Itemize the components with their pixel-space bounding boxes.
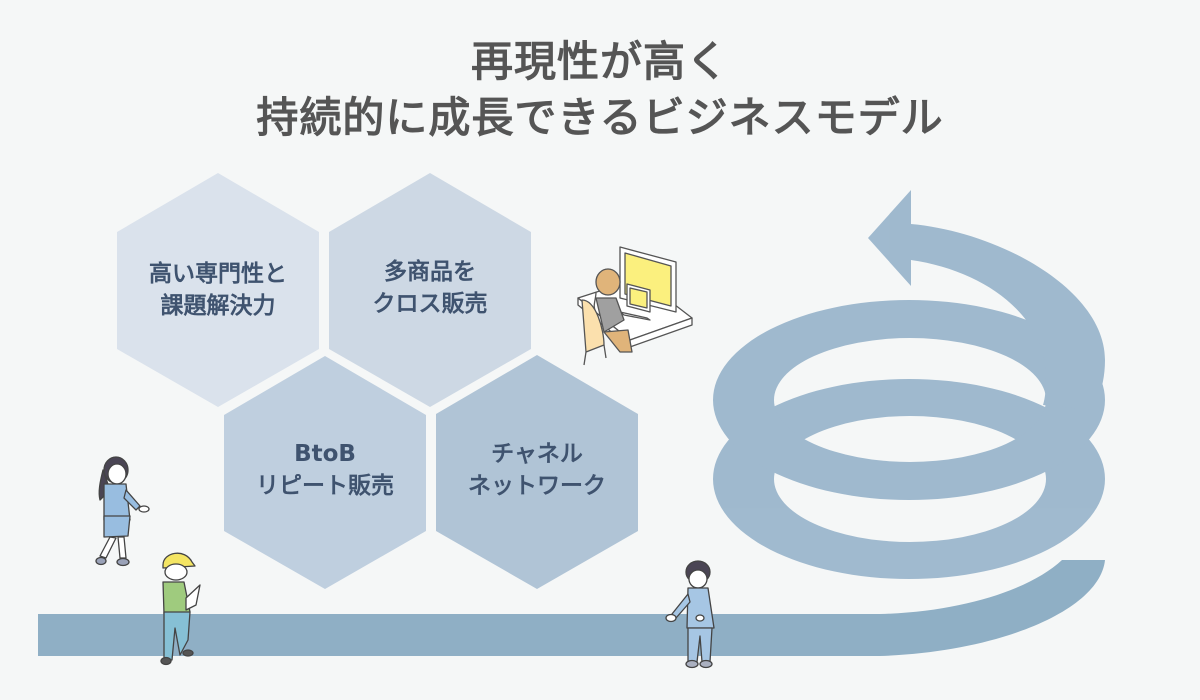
hexagon-label-btob-repeat: BtoB リピート販売 xyxy=(225,438,425,502)
hexagon-expertise xyxy=(117,173,319,407)
hex-text-line: BtoB xyxy=(294,441,356,467)
hexagon-label-channel-network: チャネル ネットワーク xyxy=(437,438,637,502)
hex-text-line: 多商品を xyxy=(384,259,476,285)
road-path xyxy=(38,560,1105,656)
growth-spiral-arrow-icon xyxy=(713,190,1105,579)
hexagon-label-expertise: 高い専門性と 課題解決力 xyxy=(118,258,318,322)
page-title: 再現性が高く 持続的に成長できるビジネスモデル xyxy=(0,34,1200,146)
hexagon-cross-sell xyxy=(329,173,531,407)
hex-text-line: ネットワーク xyxy=(468,473,606,499)
title-line-2: 持続的に成長できるビジネスモデル xyxy=(256,93,944,142)
person-at-desk-icon xyxy=(577,246,693,366)
hexagon-label-cross-sell: 多商品を クロス販売 xyxy=(330,256,530,320)
hex-text-line: 高い専門性と xyxy=(149,261,287,287)
businessman-icon xyxy=(665,560,715,669)
hexagon-channel-network xyxy=(436,355,638,589)
businesswoman-icon xyxy=(95,456,150,567)
worker-helmet-icon xyxy=(160,552,201,666)
hex-text-line: リピート販売 xyxy=(256,473,394,499)
hex-text-line: クロス販売 xyxy=(372,291,488,317)
hexagon-btob-repeat xyxy=(224,356,426,589)
hex-text-line: チャネル xyxy=(491,441,583,467)
title-line-1: 再現性が高く xyxy=(470,37,729,86)
hex-text-line: 課題解決力 xyxy=(160,293,276,319)
